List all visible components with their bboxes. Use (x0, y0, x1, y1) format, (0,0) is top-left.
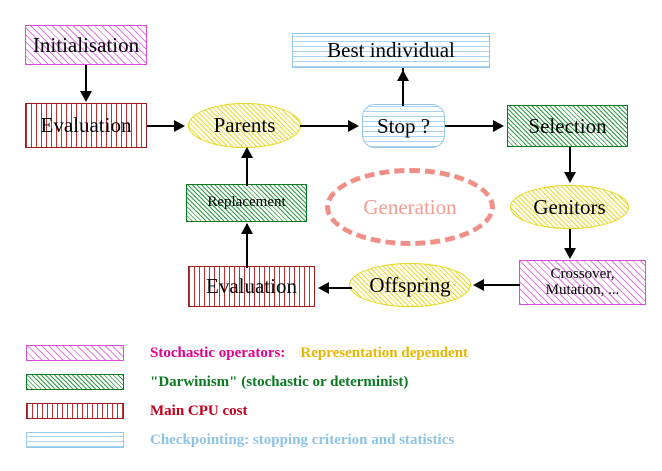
arrow-offspring-to-evaluation-line (328, 287, 352, 289)
legend-text-main-cpu-cost: Main CPU cost (150, 403, 248, 420)
node-generation: Generation (325, 168, 495, 246)
arrow-genitors-to-crossover-line (569, 229, 571, 251)
arrow-replacement-to-parents-line (246, 150, 248, 186)
arrow-replacement-to-parents-head (241, 147, 253, 158)
arrow-stop-to-selection-line (445, 125, 498, 127)
arrow-initialisation-to-evaluation-line (85, 65, 87, 95)
legend-text-checkpointing-primary: Checkpointing: stopping criterion and st… (150, 431, 455, 448)
node-evaluation-bottom[interactable]: Evaluation (188, 266, 315, 307)
node-best-individual-label: Best individual (327, 38, 455, 63)
arrow-genitors-to-crossover-head (564, 248, 576, 259)
node-generation-label: Generation (363, 194, 457, 219)
arrow-parents-to-stop-head (348, 120, 359, 132)
legend-text-main-cpu-cost-primary: Main CPU cost (150, 402, 248, 419)
legend-text-darwinism: "Darwinism" (stochastic or determinist) (150, 374, 408, 391)
legend-text-darwinism-primary: "Darwinism" (stochastic or determinist) (150, 373, 409, 390)
arrow-crossover-to-offspring-line (482, 284, 520, 286)
node-initialisation-label: Initialisation (32, 32, 140, 57)
node-stop-label: Stop ? (376, 113, 431, 138)
node-genitors-label: Genitors (533, 194, 606, 219)
node-genitors[interactable]: Genitors (510, 185, 629, 229)
node-parents-label: Parents (213, 113, 276, 138)
arrow-crossover-to-offspring-head (473, 279, 484, 291)
node-initialisation[interactable]: Initialisation (25, 25, 147, 65)
legend-row-checkpointing: Checkpointing: stopping criterion and st… (26, 431, 454, 449)
arrow-evaluation-to-parents-line (147, 125, 179, 127)
node-selection[interactable]: Selection (507, 105, 628, 147)
arrow-stop-to-best-individual-head (397, 70, 409, 81)
node-stop[interactable]: Stop ? (362, 104, 445, 148)
node-parents[interactable]: Parents (188, 103, 301, 148)
node-offspring[interactable]: Offspring (349, 263, 471, 307)
node-offspring-label: Offspring (369, 272, 451, 297)
legend-swatch-blue (26, 432, 124, 448)
legend-text-stochastic-operators-primary: Stochastic operators: (150, 344, 286, 361)
node-replacement-label: Replacement (207, 194, 286, 211)
node-evaluation-top[interactable]: Evaluation (25, 103, 147, 148)
arrow-selection-to-genitors-line (569, 147, 571, 175)
node-evaluation-bottom-label: Evaluation (206, 274, 297, 299)
arrow-selection-to-genitors-head (564, 172, 576, 183)
node-evaluation-top-label: Evaluation (40, 113, 132, 138)
node-selection-label: Selection (528, 113, 607, 138)
legend-text-stochastic-operators: Stochastic operators: Representation dep… (150, 345, 468, 362)
arrow-evaluation-to-replacement-head (241, 223, 253, 234)
arrow-parents-to-stop-line (300, 125, 352, 127)
node-replacement[interactable]: Replacement (186, 184, 307, 222)
legend-swatch-magenta (26, 345, 124, 361)
arrow-offspring-to-evaluation-head (318, 282, 329, 294)
legend-text-checkpointing: Checkpointing: stopping criterion and st… (150, 432, 454, 449)
legend-text-stochastic-operators-secondary: Representation dependent (300, 344, 469, 361)
arrow-stop-to-selection-head (493, 120, 504, 132)
node-best-individual[interactable]: Best individual (292, 33, 490, 68)
legend-row-stochastic-operators: Stochastic operators: Representation dep… (26, 344, 468, 362)
legend-swatch-green (26, 374, 124, 390)
arrow-stop-to-best-individual-line (402, 68, 404, 106)
legend-row-darwinism: "Darwinism" (stochastic or determinist) (26, 373, 408, 391)
arrow-evaluation-to-replacement-line (246, 224, 248, 268)
node-crossover-mutation-label: Crossover, Mutation, ... (545, 265, 620, 298)
legend-row-main-cpu-cost: Main CPU cost (26, 402, 248, 420)
arrow-initialisation-to-evaluation-head (80, 91, 92, 102)
arrow-evaluation-to-parents-head (174, 120, 185, 132)
legend-swatch-red (26, 403, 124, 419)
node-crossover-mutation[interactable]: Crossover, Mutation, ... (519, 260, 646, 305)
